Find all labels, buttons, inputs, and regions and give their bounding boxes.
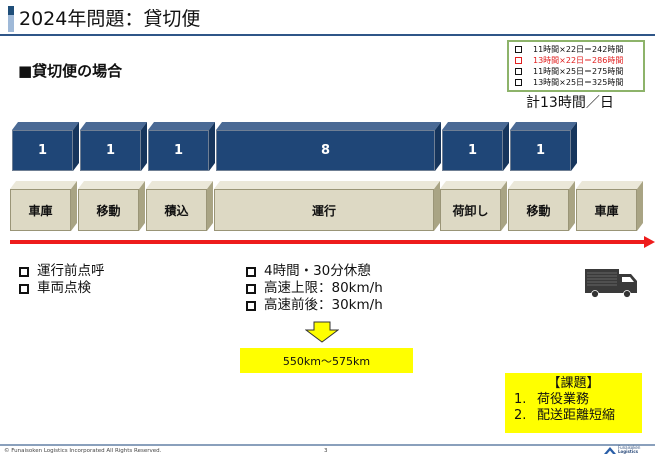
step-box-driving: 運行 <box>214 181 440 231</box>
distance-result: 550km～575km <box>240 348 413 373</box>
title-accent-bar <box>8 6 14 32</box>
page-title: 2024年問題：貸切便 <box>19 8 201 30</box>
step-box-move: 移動 <box>78 181 145 231</box>
issues-box: 【課題】 1.荷役業務 2.配送距離短縮 <box>505 373 642 433</box>
hour-box-unloading: 1 <box>442 122 509 171</box>
pre-trip-checklist: 運行前点呼 車両点検 <box>19 263 105 297</box>
step-box-loading: 積込 <box>146 181 213 231</box>
step-box-return-move: 移動 <box>508 181 575 231</box>
hour-box-driving: 8 <box>216 122 441 171</box>
hour-box-move: 1 <box>80 122 147 171</box>
legend-row-highlighted: 13時間×22日＝286時間 <box>515 55 643 66</box>
checkbox-icon <box>515 79 522 86</box>
down-arrow-icon <box>305 321 339 343</box>
arrow-head-icon <box>644 236 655 248</box>
legend-row: 11時間×25日＝275時間 <box>515 66 643 77</box>
checkbox-icon <box>515 68 522 75</box>
checkbox-icon <box>19 266 29 277</box>
hours-legend: 11時間×22日＝242時間 13時間×22日＝286時間 11時間×25日＝2… <box>507 40 645 92</box>
checkbox-icon <box>246 266 256 277</box>
checkbox-icon <box>19 283 29 294</box>
rule-item: 高速前後：30km/h <box>246 297 383 314</box>
checkbox-icon <box>515 46 522 53</box>
checkbox-icon <box>515 57 522 64</box>
issues-title: 【課題】 <box>547 376 600 391</box>
truck-icon <box>585 269 637 298</box>
hour-box-loading: 1 <box>148 122 215 171</box>
hour-box-garage: 1 <box>12 122 79 171</box>
step-box-return-garage: 車庫 <box>576 181 643 231</box>
driving-rules-list: 4時間・30分休憩 高速上限：80km/h 高速前後：30km/h <box>246 263 383 314</box>
copyright-text: © Funaisoken Logistics Incorporated All … <box>4 448 162 454</box>
legend-row: 11時間×22日＝242時間 <box>515 44 643 55</box>
issue-item: 2.配送距離短縮 <box>514 408 616 423</box>
issue-item: 1.荷役業務 <box>514 392 590 407</box>
step-box-unloading: 荷卸し <box>440 181 507 231</box>
checkbox-icon <box>246 283 256 294</box>
page-number: 3 <box>324 448 328 454</box>
company-logo-icon <box>604 446 616 454</box>
rule-item: 高速上限：80km/h <box>246 280 383 297</box>
checklist-item: 運行前点呼 <box>19 263 105 280</box>
legend-row: 13時間×25日＝325時間 <box>515 77 643 88</box>
hour-box-return-move: 1 <box>510 122 577 171</box>
timeline-arrow <box>10 240 646 244</box>
checklist-item: 車両点検 <box>19 280 105 297</box>
total-hours-label: 計13時間／日 <box>526 95 614 111</box>
title-divider <box>0 34 655 36</box>
section-subtitle: ■貸切便の場合 <box>18 62 123 80</box>
footer-divider <box>0 444 655 446</box>
company-logo: Funaisoken Logistics <box>604 446 640 454</box>
checkbox-icon <box>246 300 256 311</box>
step-box-garage: 車庫 <box>10 181 77 231</box>
rule-item: 4時間・30分休憩 <box>246 263 383 280</box>
